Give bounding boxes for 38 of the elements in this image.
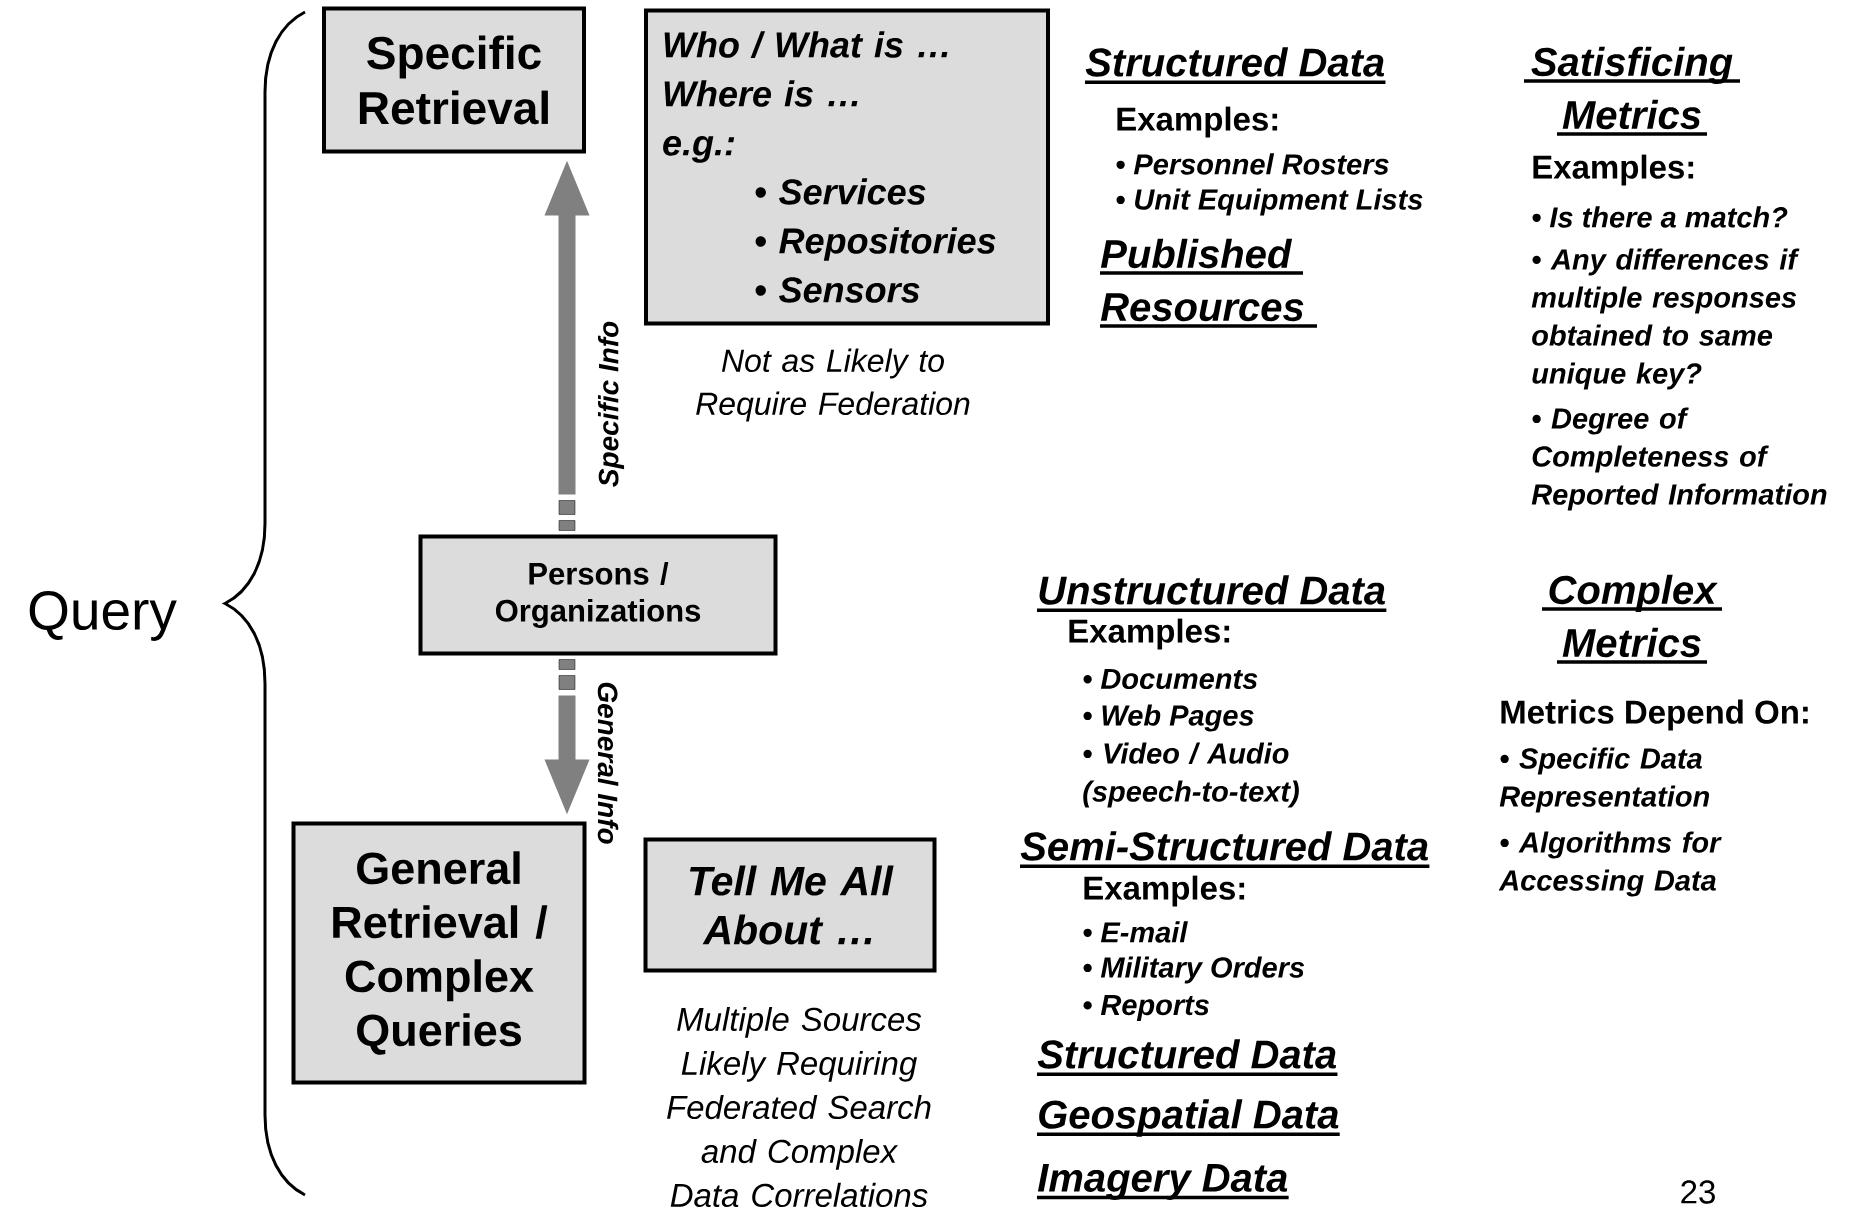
bullet-item: • Degree of Completeness of Reported Information bbox=[1531, 407, 1827, 511]
bullet-item: • Military Orders bbox=[1083, 956, 1305, 984]
heading: Complex Metrics bbox=[1542, 574, 1722, 664]
brace-label: Query bbox=[29, 591, 177, 641]
process-box: General Retrieval / Complex Queries bbox=[291, 821, 587, 1085]
edge-label: Specific Info bbox=[597, 321, 625, 487]
bullet-item: • Specific Data Representation bbox=[1499, 747, 1710, 813]
bullet-item: • Documents bbox=[1083, 668, 1258, 690]
heading: Unstructured Data bbox=[1037, 575, 1387, 613]
heading: Imagery Data bbox=[1037, 1164, 1289, 1200]
bullet-item: • E-mail bbox=[1083, 921, 1188, 943]
subheading: Examples: bbox=[1069, 618, 1230, 650]
text-box: Who / What is … Where is … e.g.: • Services • Repositories • Sensors bbox=[644, 8, 1050, 326]
edge-label: General Info bbox=[597, 682, 619, 844]
bullet-item: • Personnel Rosters bbox=[1116, 153, 1389, 175]
page-number: 23 bbox=[1681, 1180, 1715, 1204]
bullet-item: • Any differences if multiple responses obtained to same unique key? bbox=[1531, 248, 1800, 390]
heading: Satisficing Metrics bbox=[1524, 46, 1740, 136]
bullet-item: • Reports bbox=[1083, 995, 1209, 1021]
process-box: Persons / Organizations bbox=[418, 534, 778, 656]
heading: Semi-Structured Data bbox=[1020, 831, 1430, 869]
bullet-item: • Web Pages bbox=[1083, 704, 1254, 732]
heading: Geospatial Data bbox=[1037, 1099, 1340, 1137]
bullet-item: • Algorithms for Accessing Data bbox=[1498, 831, 1722, 897]
caption-text: Multiple Sources Likely Requiring Federated Search and Complex Data Correlations bbox=[667, 1006, 931, 1208]
process-box: Specific Retrieval bbox=[322, 6, 586, 154]
subheading: Examples: bbox=[1533, 154, 1694, 186]
subheading: Metrics Depend On: bbox=[1501, 699, 1808, 731]
heading: Published Resources bbox=[1100, 238, 1317, 328]
bullet-item: • Unit Equipment Lists bbox=[1116, 188, 1423, 216]
bullet-item: • Video / Audio (speech-to-text) bbox=[1083, 742, 1299, 808]
text-box: Tell Me All About … bbox=[643, 837, 937, 973]
heading: Structured Data bbox=[1037, 1039, 1338, 1077]
caption-text: Not as Likely to Require Federation bbox=[696, 348, 970, 422]
subheading: Examples: bbox=[1117, 106, 1278, 138]
heading: Structured Data bbox=[1085, 47, 1386, 85]
bullet-item: • Is there a match? bbox=[1532, 206, 1788, 228]
subheading: Examples: bbox=[1084, 875, 1245, 907]
